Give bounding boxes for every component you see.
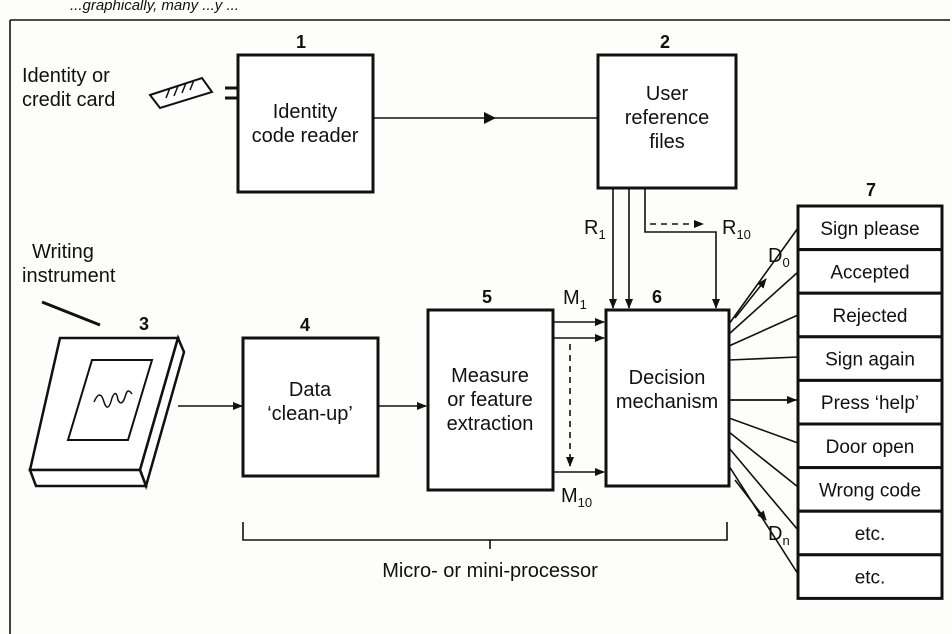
label-r10: R10 [722, 217, 751, 242]
writing-label-line1: Writing [32, 241, 94, 263]
header-fragment: ...graphically, many ...y ... [70, 0, 239, 14]
processor-label: Micro- or mini-processor [382, 560, 598, 582]
output-label: Rejected [833, 306, 908, 327]
arrow-head-mid [484, 112, 496, 124]
block-number-6: 6 [652, 287, 662, 307]
block2-line3: files [649, 131, 685, 153]
block2-line1: User [646, 83, 689, 105]
writing-tablet [30, 338, 184, 486]
output-label: Wrong code [819, 480, 921, 501]
label-m1: M1 [563, 287, 587, 312]
block-number-2: 2 [660, 32, 670, 52]
card-label-line1: Identity or [22, 65, 110, 87]
block-number-3: 3 [139, 314, 149, 334]
block-number-1: 1 [296, 32, 306, 52]
fan-line-4 [729, 357, 798, 360]
processor-bracket [243, 522, 727, 540]
block4-line1: Data [289, 379, 332, 401]
output-label: Sign again [825, 350, 915, 371]
output-label: Accepted [830, 262, 909, 283]
fan-line-1 [729, 228, 798, 324]
arrow-d0 [735, 279, 766, 318]
block5-line2: or feature [447, 389, 533, 411]
output-label: Sign please [820, 219, 919, 240]
block-number-5: 5 [482, 287, 492, 307]
block6-line2: mechanism [616, 391, 718, 413]
fan-line-3 [729, 315, 798, 346]
block1-line1: Identity [273, 101, 337, 123]
block-number-7: 7 [866, 180, 876, 200]
label-m10: M10 [561, 485, 592, 510]
block1-line2: code reader [252, 125, 359, 147]
block6-line1: Decision [629, 367, 706, 389]
output-label: etc. [855, 524, 886, 545]
output-label: Door open [826, 437, 915, 458]
pen-icon [42, 302, 100, 325]
card-label-line2: credit card [22, 89, 115, 111]
writing-label-line2: instrument [22, 265, 116, 287]
credit-card-icon [150, 78, 212, 108]
label-r1: R1 [584, 217, 606, 242]
output-label: etc. [855, 568, 886, 589]
label-dn: Dn [768, 523, 790, 548]
fan-line-9 [729, 466, 798, 574]
block-number-4: 4 [300, 315, 310, 335]
identity-code-reader-box [238, 55, 373, 192]
block4-line2: ‘clean-up’ [267, 403, 353, 425]
output-label: Press ‘help’ [821, 393, 919, 414]
block5-line1: Measure [451, 365, 529, 387]
label-d0: D0 [768, 245, 790, 270]
block2-line2: reference [625, 107, 710, 129]
block5-line3: extraction [447, 413, 534, 435]
